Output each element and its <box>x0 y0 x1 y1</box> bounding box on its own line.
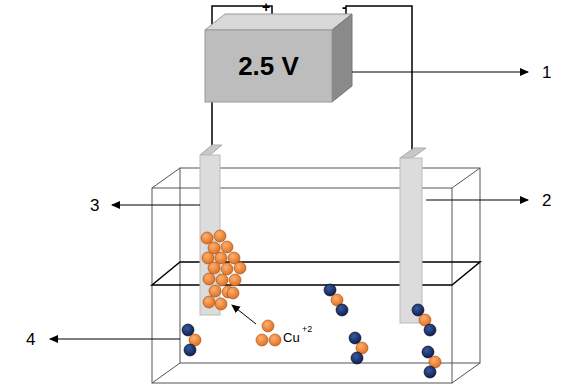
terminal-sign: - <box>342 0 347 14</box>
battery-face: 2.5 V <box>205 30 332 102</box>
cathode-plate <box>400 148 426 323</box>
copper-ion <box>256 320 281 346</box>
ion-label: Cu <box>283 331 300 344</box>
voltage-label: 2.5 V <box>238 51 299 82</box>
battery <box>205 14 352 102</box>
callout-number: 4 <box>26 331 35 348</box>
callout-number: 1 <box>542 64 551 81</box>
callout-number: 3 <box>90 197 99 214</box>
callout-leaders <box>50 72 528 339</box>
callout-number: 2 <box>542 192 551 209</box>
terminal-sign: + <box>262 0 270 14</box>
copper-deposit <box>201 230 246 310</box>
wire <box>346 6 412 150</box>
ion-arrow <box>232 305 256 324</box>
ion-charge: +2 <box>302 325 312 334</box>
molecules <box>182 284 441 378</box>
